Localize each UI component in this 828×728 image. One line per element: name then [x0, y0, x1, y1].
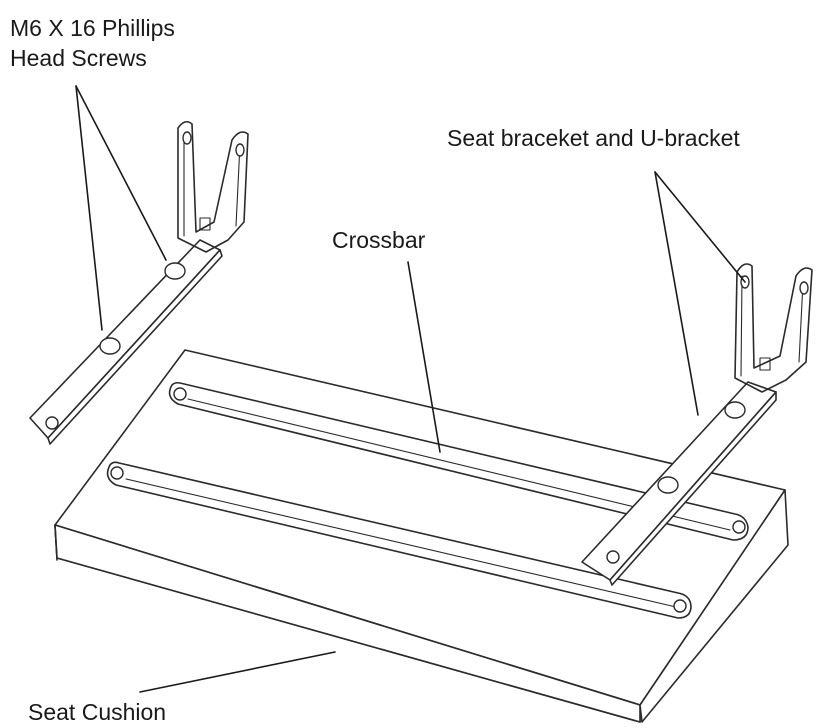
crossbar-upper-hole-left — [173, 387, 187, 401]
label-screws-line1: M6 X 16 Phillips — [10, 15, 175, 41]
leader-screw-1 — [75, 85, 103, 331]
label-crossbar: Crossbar — [332, 227, 426, 253]
crossbar-lower — [106, 461, 692, 619]
seat-cushion-block — [54, 349, 789, 723]
left-bracket-hole-end — [45, 416, 59, 430]
leader-screw-2 — [75, 85, 167, 261]
cushion-right-face — [639, 489, 789, 723]
crossbar-lower-hole-left — [110, 466, 124, 480]
right-bracket-screw-hole-2 — [724, 401, 746, 419]
left-u-bracket — [177, 120, 249, 253]
leader-cushion — [139, 651, 336, 693]
left-bracket-screw-hole-1 — [99, 337, 121, 355]
leader-crossbar — [407, 261, 441, 453]
crossbar-upper-hole-right — [732, 520, 746, 534]
label-seat-cushion: Seat Cushion — [28, 699, 167, 725]
label-screws-line2: Head Screws — [10, 45, 147, 71]
left-seat-bracket — [29, 239, 223, 445]
leader-u-bracket — [654, 171, 746, 283]
crossbar-lower-hole-right — [673, 599, 687, 613]
leader-seat-bracket — [654, 171, 699, 416]
left-bracket-screw-hole-2 — [164, 262, 186, 280]
right-seat-bracket — [581, 381, 777, 586]
right-bracket-hole-end — [606, 550, 620, 564]
right-u-bracket — [734, 263, 813, 393]
right-bracket-screw-hole-1 — [657, 476, 679, 494]
label-seat-bracket: Seat braceket and U-bracket — [447, 125, 740, 151]
leader-lines — [75, 85, 746, 693]
